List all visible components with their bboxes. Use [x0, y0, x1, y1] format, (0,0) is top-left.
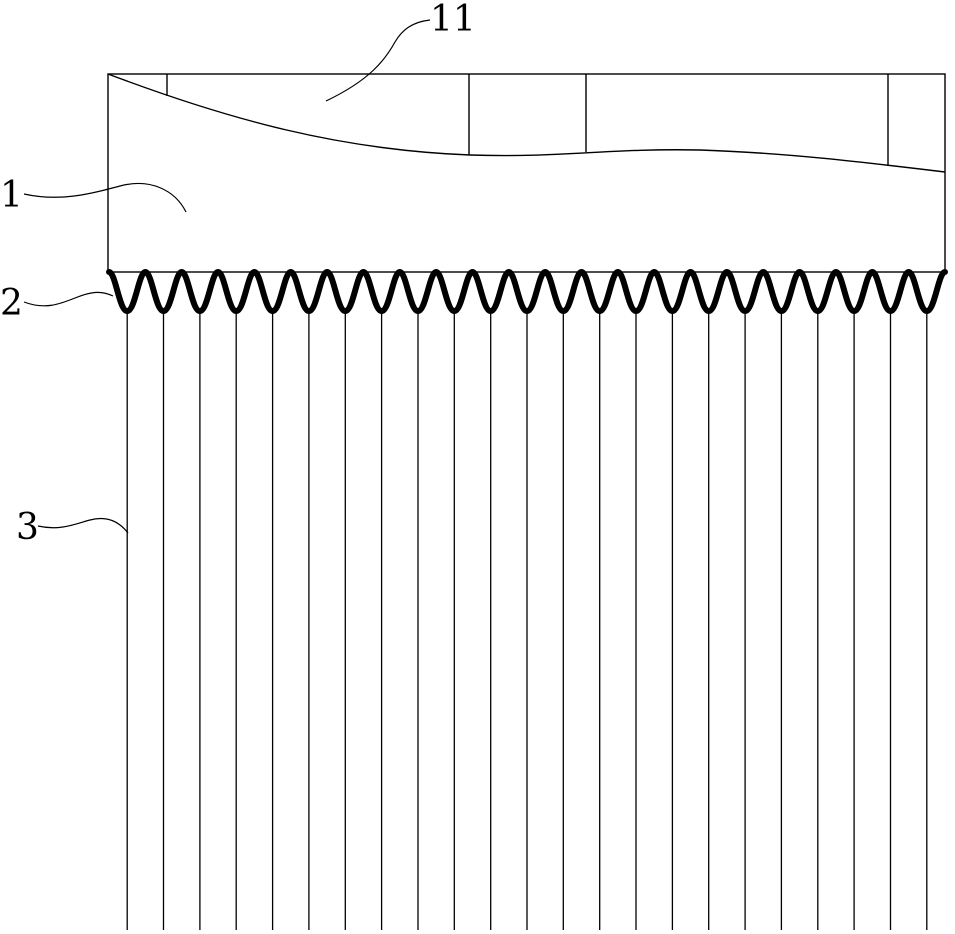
leader-line-1	[23, 182, 187, 213]
label-part-2: 2	[0, 283, 23, 324]
internal-curve	[107, 73, 946, 173]
strands-group	[126, 311, 928, 930]
body-block	[107, 73, 946, 273]
leader-line-3	[37, 517, 129, 534]
label-part-1: 1	[0, 175, 23, 216]
label-part-3: 3	[16, 507, 39, 548]
body-outline	[107, 73, 946, 273]
leader-line-2	[23, 291, 114, 307]
wave-strip	[106, 269, 948, 314]
label-part-11: 11	[430, 0, 476, 40]
leader-line-11	[325, 19, 431, 102]
